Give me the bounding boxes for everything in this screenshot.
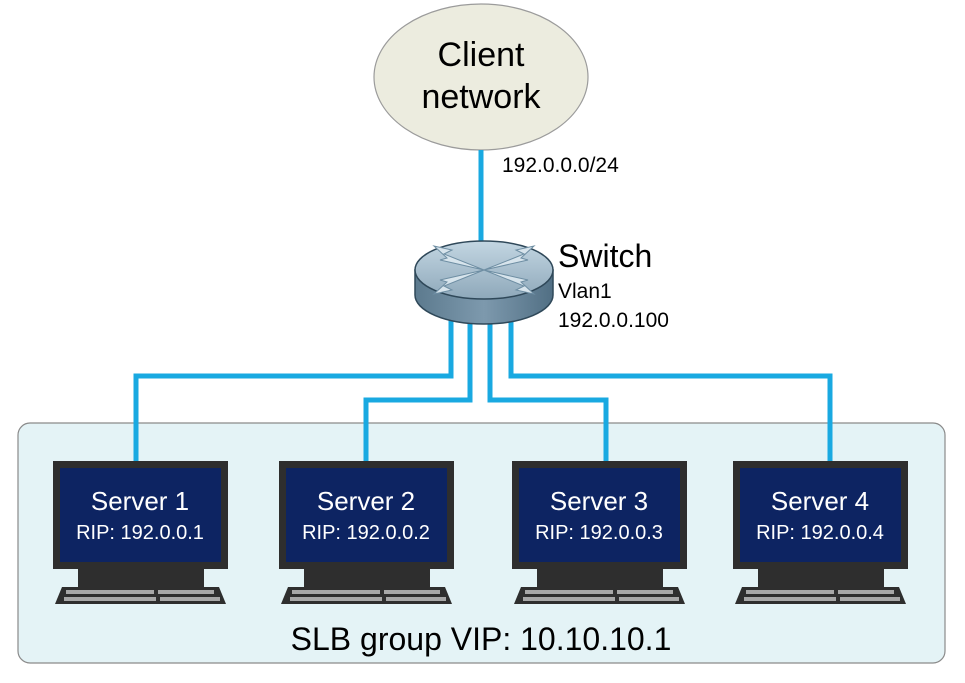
server-4-name: Server 4: [771, 486, 869, 516]
slb-group-label: SLB group VIP: 10.10.10.1: [291, 621, 672, 657]
server-4-screen: [740, 468, 901, 562]
server-1-screen: [60, 468, 221, 562]
server-3-rip: RIP: 192.0.0.3: [535, 522, 663, 544]
server-1-stand: [78, 569, 204, 587]
server-3-screen: [519, 468, 680, 562]
server-3-stand: [537, 569, 663, 587]
cable-server-4: [508, 320, 833, 463]
cable-server-1: [133, 320, 454, 463]
server-4-keyboard: [735, 587, 906, 604]
server-4: Server 4 RIP: 192.0.0.4: [733, 461, 908, 604]
server-4-rip: RIP: 192.0.0.4: [756, 522, 884, 544]
cable-server-3: [487, 320, 609, 463]
server-1: Server 1 RIP: 192.0.0.1: [53, 461, 228, 604]
switch-icon: [414, 240, 554, 325]
client-subnet-label: 192.0.0.0/24: [502, 154, 619, 177]
server-2: Server 2 RIP: 192.0.0.2: [279, 461, 454, 604]
client-network-label-line1: Client: [438, 36, 525, 74]
switch-name-label: Switch: [558, 238, 652, 274]
server-3: Server 3 RIP: 192.0.0.3: [512, 461, 687, 604]
server-4-stand: [758, 569, 884, 587]
switch-ip-label: 192.0.0.100: [558, 309, 669, 332]
server-3-keyboard: [514, 587, 685, 604]
server-2-screen: [286, 468, 447, 562]
server-2-stand: [304, 569, 430, 587]
server-2-keyboard: [281, 587, 452, 604]
server-cables: [133, 320, 833, 463]
slb-group-box: [17, 422, 946, 664]
client-network-cloud: [373, 3, 589, 151]
server-1-rip: RIP: 192.0.0.1: [76, 522, 204, 544]
server-2-name: Server 2: [317, 486, 415, 516]
server-3-name: Server 3: [550, 486, 648, 516]
switch-vlan-label: Vlan1: [558, 280, 612, 303]
client-network-label-line2: network: [421, 78, 541, 116]
server-1-keyboard: [55, 587, 226, 604]
cable-server-2: [363, 320, 473, 463]
server-1-name: Server 1: [91, 486, 189, 516]
server-2-rip: RIP: 192.0.0.2: [302, 522, 430, 544]
